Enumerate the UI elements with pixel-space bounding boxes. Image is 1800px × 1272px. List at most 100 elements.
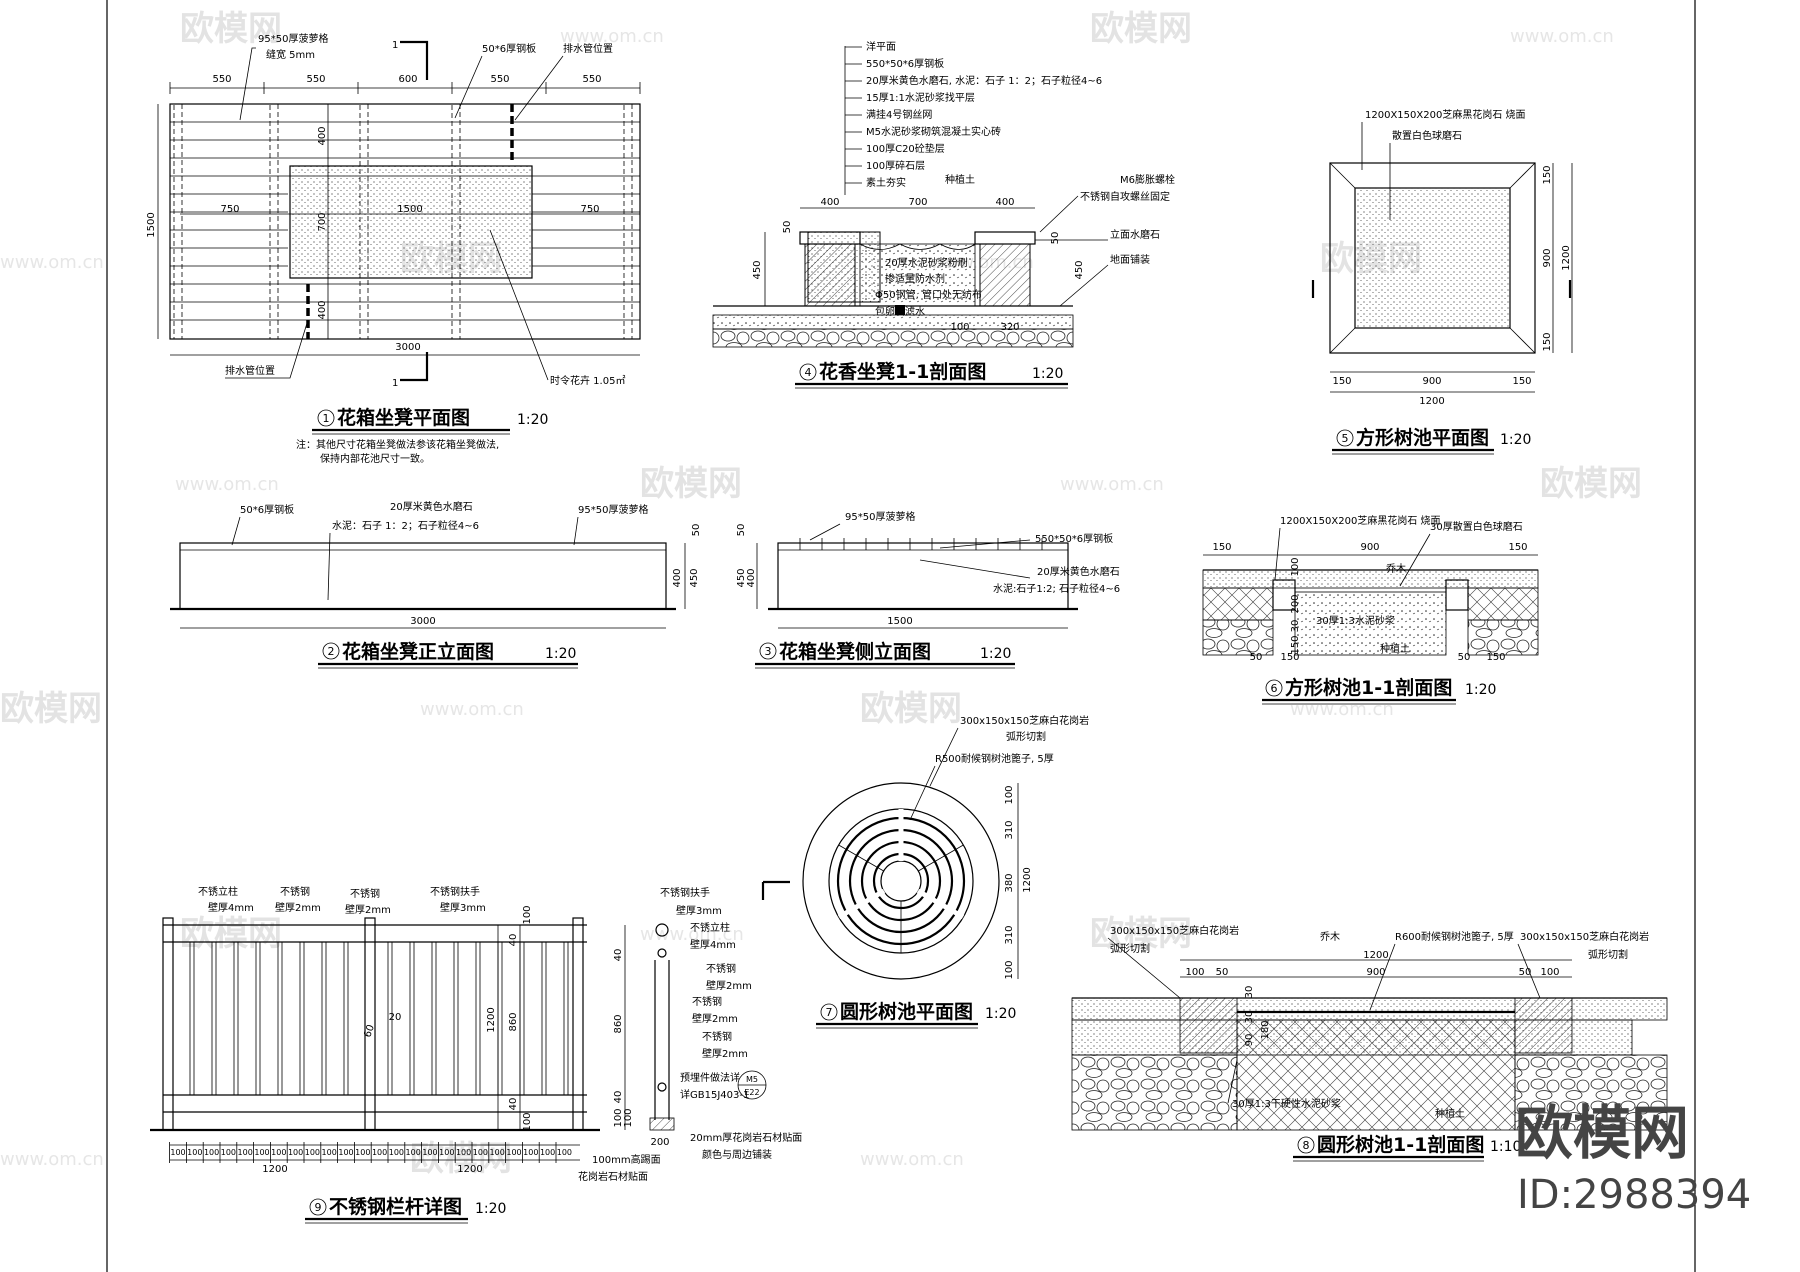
- label-mix: 水泥：石子 1：2；石子粒径4~6: [332, 519, 479, 532]
- drawing-9-railing-elevation: 1200 1200 20 60 1200 40 860 40 100 100 不…: [150, 885, 802, 1224]
- drawing-7-round-pit-plan: 300x150x150芝麻白花岗岩 弧形切割 R500耐候钢树池篦子, 5厚 1…: [761, 714, 1089, 1029]
- drawing-scale: 1:20: [980, 646, 1011, 662]
- dim-text: 1500: [887, 616, 912, 627]
- label-plate: 550*50*6厚钢板: [1035, 532, 1113, 545]
- layer-label: M5水泥砂浆砌筑混凝土实心砖: [866, 125, 1001, 138]
- brand-id: ID:2988394: [1517, 1172, 1751, 1218]
- label-rail-thickness: 壁厚3mm: [440, 901, 486, 914]
- label-waterproof: 掺适量防水剂: [885, 272, 945, 285]
- dim-text: 100: [522, 905, 533, 924]
- dim-text: 100: [170, 1148, 185, 1157]
- dim-text: 100: [523, 1148, 538, 1157]
- drawing-3-side-elevation: 1500 50 450 400 95*50厚菠萝格 550*50*6厚钢板 20…: [736, 510, 1120, 669]
- dim-text: 900: [1366, 967, 1385, 978]
- drawing-number: 4: [805, 366, 812, 379]
- drawing-title: 圆形树池平面图: [840, 1000, 973, 1023]
- dim-text: 550: [306, 74, 325, 85]
- drawing-number: 6: [1271, 682, 1278, 695]
- drawing-title: 方形树池1-1剖面图: [1285, 676, 1452, 699]
- dim-text: 3000: [410, 616, 435, 627]
- dim-text: 1200: [1022, 867, 1033, 892]
- dim-text: 600: [398, 74, 417, 85]
- dim-text: 200: [650, 1137, 669, 1148]
- watermark-url: www.om.cn: [1290, 699, 1394, 720]
- dim-text: 100: [456, 1148, 471, 1157]
- layer-label: 满挂4号钢丝网: [866, 108, 932, 121]
- layer-label: 100厚C20砼垫层: [866, 142, 945, 155]
- dim-text: 860: [613, 1014, 624, 1033]
- dim-text: 900: [1360, 542, 1379, 553]
- drawing-title: 花箱坐凳平面图: [337, 406, 470, 429]
- label-mortar: 30厚1:3水泥砂浆: [1316, 614, 1395, 627]
- label-cut-right: 弧形切割: [1588, 948, 1628, 961]
- label-plate: 50*6厚钢板: [240, 503, 294, 516]
- label-gravel: 包卵石滤水: [875, 305, 925, 318]
- label-ss1-thickness: 壁厚2mm: [275, 901, 321, 914]
- drawing-title: 花香坐凳1-1剖面图: [819, 360, 986, 383]
- label-ball: 30厚散置白色球磨石: [1430, 520, 1523, 533]
- dim-text: 150: [1212, 542, 1231, 553]
- label-side-ss1-thickness: 壁厚2mm: [706, 979, 752, 992]
- dim-text: 100: [1004, 960, 1015, 979]
- drawing-number: 3: [765, 645, 772, 658]
- dim-text: 30: [1244, 986, 1255, 999]
- dim-text: 100: [422, 1148, 437, 1157]
- dim-text: 750: [220, 204, 239, 215]
- layer-label: 素土夯实: [866, 176, 906, 189]
- label-terrazzo: 20厚米黄色水磨石: [1037, 565, 1120, 578]
- label-ball: 散置白色球磨石: [1392, 129, 1462, 142]
- dim-text: 1500: [397, 204, 422, 215]
- dim-text: 50: [1250, 652, 1263, 663]
- watermark-url: www.om.cn: [860, 1149, 964, 1170]
- watermark-text: 欧模网: [1540, 464, 1642, 504]
- watermark-text: 欧模网: [410, 1139, 512, 1179]
- label-ss2: 不锈钢: [350, 887, 380, 900]
- drawing-1-bench-plan: 1 1 550 550 600 550 550 1500 3000 750 15…: [146, 32, 641, 465]
- label-soil: 种植土: [1380, 642, 1410, 655]
- dim-text: 50: [1458, 652, 1471, 663]
- label-slat: 95*50厚菠萝格: [845, 510, 915, 523]
- label-flower: 时令花卉 1.05㎡: [550, 374, 625, 387]
- dim-text: 100: [522, 1112, 533, 1131]
- dim-text: 40: [508, 934, 519, 947]
- dim-text: 100: [540, 1148, 555, 1157]
- drawing-5-square-pit-plan: 1200X150X200芝麻黑花岗石 烧面 散置白色球磨石 150 900 15…: [1311, 108, 1573, 455]
- drawing-scale: 1:20: [985, 1006, 1016, 1022]
- dim-text: 100: [950, 322, 969, 333]
- label-soil: 种植土: [1435, 1107, 1465, 1120]
- dim-text: 50: [1216, 967, 1229, 978]
- label-embed-ref: 详GB15J403-1: [680, 1088, 749, 1101]
- drawing-scale: 1:20: [517, 412, 548, 428]
- dim-text: 150: [1332, 376, 1351, 387]
- label-stone: 1200X150X200芝麻黑花岗石 烧面: [1365, 108, 1526, 121]
- label-side-ss1: 不锈钢: [706, 962, 736, 975]
- drawing-number: 5: [1342, 432, 1349, 445]
- dim-text: 50: [691, 524, 702, 537]
- dim-text: 450: [752, 260, 763, 279]
- layer-label: 洋平面: [866, 40, 896, 53]
- dim-text: 20: [389, 1012, 402, 1023]
- label-granite: 20mm厚花岗岩石材贴面: [690, 1131, 802, 1144]
- dim-text: 310: [1004, 925, 1015, 944]
- label-post: 不锈立柱: [198, 885, 238, 898]
- label-terrazzo: 20厚米黄色水磨石: [390, 500, 473, 513]
- drawing-number: 9: [315, 1201, 322, 1214]
- drawing-number: 7: [826, 1006, 833, 1019]
- dim-text: 100: [322, 1148, 337, 1157]
- dim-text: 40: [613, 1091, 624, 1104]
- watermark-text: 欧模网: [180, 9, 282, 49]
- dim-text: 30: [1244, 1011, 1255, 1024]
- dim-text: 1200: [486, 1007, 497, 1032]
- dim-text: 150: [1508, 542, 1527, 553]
- watermark-text: 欧模网: [860, 689, 962, 729]
- drawing-title: 方形树池平面图: [1356, 426, 1489, 449]
- ref-tag-bottom: E22: [744, 1088, 759, 1097]
- dim-text: 100: [338, 1148, 353, 1157]
- watermark-url: www.om.cn: [1510, 26, 1614, 47]
- label-side-rail-thickness: 壁厚3mm: [676, 904, 722, 917]
- dim-text: 150: [1486, 652, 1505, 663]
- label-screw: 不锈钢自攻螺丝固定: [1080, 190, 1170, 203]
- label-drain-top: 排水管位置: [563, 42, 613, 55]
- dim-text: 1200: [262, 1164, 287, 1175]
